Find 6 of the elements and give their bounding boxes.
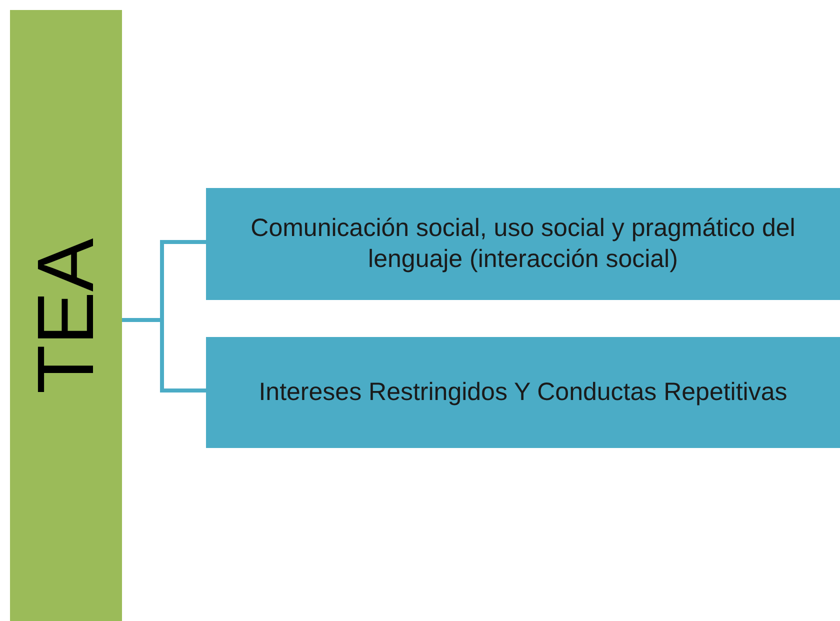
process-box xyxy=(206,337,840,448)
title-text: TEA xyxy=(20,238,111,394)
box-text: Comunicación social, uso social y pragmático del lenguaje (interacción social) xyxy=(250,212,796,275)
box-text: Intereses Restringidos Y Conductas Repetitivas xyxy=(258,376,788,408)
category-bar xyxy=(10,10,122,621)
process-box xyxy=(206,188,840,300)
